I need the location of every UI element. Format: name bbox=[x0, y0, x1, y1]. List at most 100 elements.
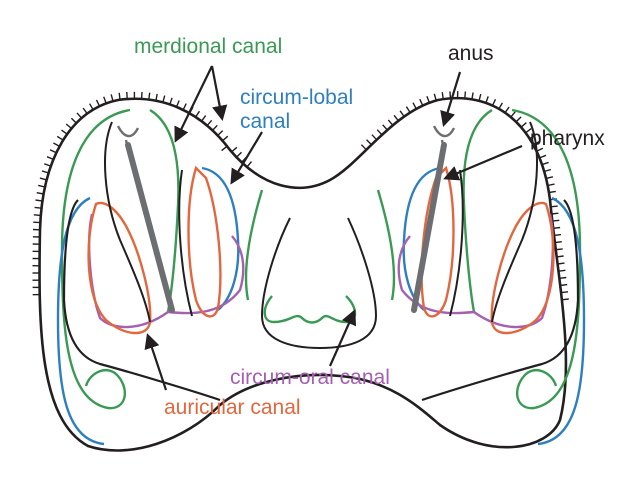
center-meridional-loop bbox=[263, 295, 357, 324]
labels: merdional canal circum-lobal canal anus … bbox=[134, 35, 605, 419]
arrow-meridional-2 bbox=[210, 65, 228, 122]
comb-plate bbox=[561, 298, 569, 301]
comb-plate bbox=[175, 100, 180, 108]
comb-plate bbox=[200, 115, 207, 122]
comb-plate bbox=[552, 219, 560, 222]
left-circum-oral-canal bbox=[88, 213, 245, 329]
arrow-pharynx bbox=[443, 144, 523, 181]
comb-plate bbox=[387, 119, 394, 126]
right-inner-body-line bbox=[421, 199, 580, 402]
comb-plate bbox=[35, 199, 43, 202]
left-pharynx bbox=[125, 142, 175, 313]
comb-plate bbox=[520, 122, 527, 128]
comb-plate bbox=[382, 124, 388, 131]
comb-plate bbox=[433, 93, 437, 101]
comb-plate bbox=[195, 110, 201, 118]
comb-plate bbox=[246, 161, 253, 168]
comb-plate bbox=[221, 145, 228, 152]
comb-plate bbox=[53, 142, 60, 148]
comb-plate bbox=[70, 117, 77, 124]
comb-plate bbox=[498, 102, 504, 110]
comb-plate bbox=[182, 103, 187, 111]
center-stalk bbox=[244, 189, 396, 350]
comb-plate bbox=[206, 119, 213, 127]
comb-plate bbox=[33, 214, 41, 217]
body-outline bbox=[32, 91, 569, 452]
arrow-circum-oral bbox=[328, 309, 357, 367]
body-outline-path bbox=[38, 96, 568, 452]
comb-plate bbox=[103, 96, 107, 104]
left-auricular-canal-inner bbox=[187, 165, 222, 318]
comb-plate bbox=[236, 151, 242, 158]
comb-plate bbox=[464, 91, 467, 99]
comb-plate bbox=[441, 92, 444, 100]
comb-plate bbox=[550, 205, 558, 208]
comb-plate bbox=[41, 170, 49, 174]
comb-plate bbox=[217, 130, 224, 136]
comb-plate bbox=[557, 262, 565, 265]
comb-plate bbox=[118, 92, 121, 100]
comb-plate bbox=[510, 111, 516, 118]
comb-plate bbox=[426, 95, 431, 104]
comb-plate bbox=[405, 106, 411, 113]
comb-plate bbox=[525, 128, 532, 134]
comb-plate bbox=[49, 149, 57, 154]
label-pharynx: pharynx bbox=[530, 127, 605, 150]
right-pharynx bbox=[411, 142, 447, 313]
center-stalk-outline bbox=[260, 217, 378, 350]
comb-plate bbox=[95, 99, 101, 107]
comb-plate bbox=[231, 146, 238, 153]
comb-plate bbox=[548, 190, 556, 194]
comb-plate bbox=[539, 154, 547, 159]
arrow-meridional-1 bbox=[174, 65, 213, 143]
comb-plate bbox=[76, 112, 83, 119]
right-meridional-canal-lobe bbox=[462, 108, 493, 313]
comb-plate bbox=[556, 255, 564, 258]
comb-plate bbox=[82, 107, 88, 115]
comb-plate bbox=[110, 94, 114, 102]
left-auricular-canal bbox=[87, 201, 152, 335]
comb-plate bbox=[560, 283, 568, 287]
comb-rows bbox=[32, 91, 569, 301]
comb-plate bbox=[155, 93, 158, 101]
label-anus: anus bbox=[448, 42, 494, 65]
comb-plate bbox=[65, 123, 73, 130]
comb-plate bbox=[162, 95, 166, 103]
comb-plate bbox=[553, 226, 561, 229]
comb-plate bbox=[491, 98, 497, 106]
comb-plate bbox=[558, 269, 566, 272]
comb-plate bbox=[360, 144, 367, 151]
comb-plate bbox=[419, 98, 424, 106]
label-circum-lobal-line2: canal bbox=[240, 110, 290, 133]
right-anus-pore bbox=[432, 125, 456, 151]
leader-arrows bbox=[144, 65, 523, 391]
comb-plate bbox=[554, 241, 562, 244]
comb-plate bbox=[555, 248, 563, 251]
label-circum-lobal-line1: circum-lobal bbox=[240, 86, 353, 109]
comb-plate bbox=[559, 276, 567, 279]
arrow-anus bbox=[440, 71, 462, 127]
comb-plate bbox=[515, 116, 522, 123]
comb-plate bbox=[366, 139, 372, 146]
comb-plate bbox=[36, 192, 44, 195]
comb-plate bbox=[44, 163, 52, 167]
comb-plate bbox=[371, 134, 378, 141]
comb-plate bbox=[471, 92, 474, 100]
comb-plate bbox=[56, 135, 64, 141]
right-half bbox=[397, 108, 586, 446]
arrow-auricular bbox=[144, 333, 168, 391]
comb-plate bbox=[376, 129, 383, 136]
comb-plate bbox=[504, 106, 510, 114]
right-circum-oral-canal bbox=[397, 213, 554, 329]
comb-plate bbox=[211, 124, 218, 131]
comb-plate bbox=[545, 176, 554, 180]
right-auricular-canal bbox=[490, 201, 555, 335]
comb-plate bbox=[412, 102, 417, 110]
right-meridional-canal bbox=[511, 108, 582, 410]
comb-plate bbox=[148, 92, 151, 100]
comb-plate bbox=[541, 161, 549, 166]
left-meridional-canal-lobe bbox=[149, 108, 180, 313]
right-circum-lobal-inner bbox=[402, 166, 441, 311]
